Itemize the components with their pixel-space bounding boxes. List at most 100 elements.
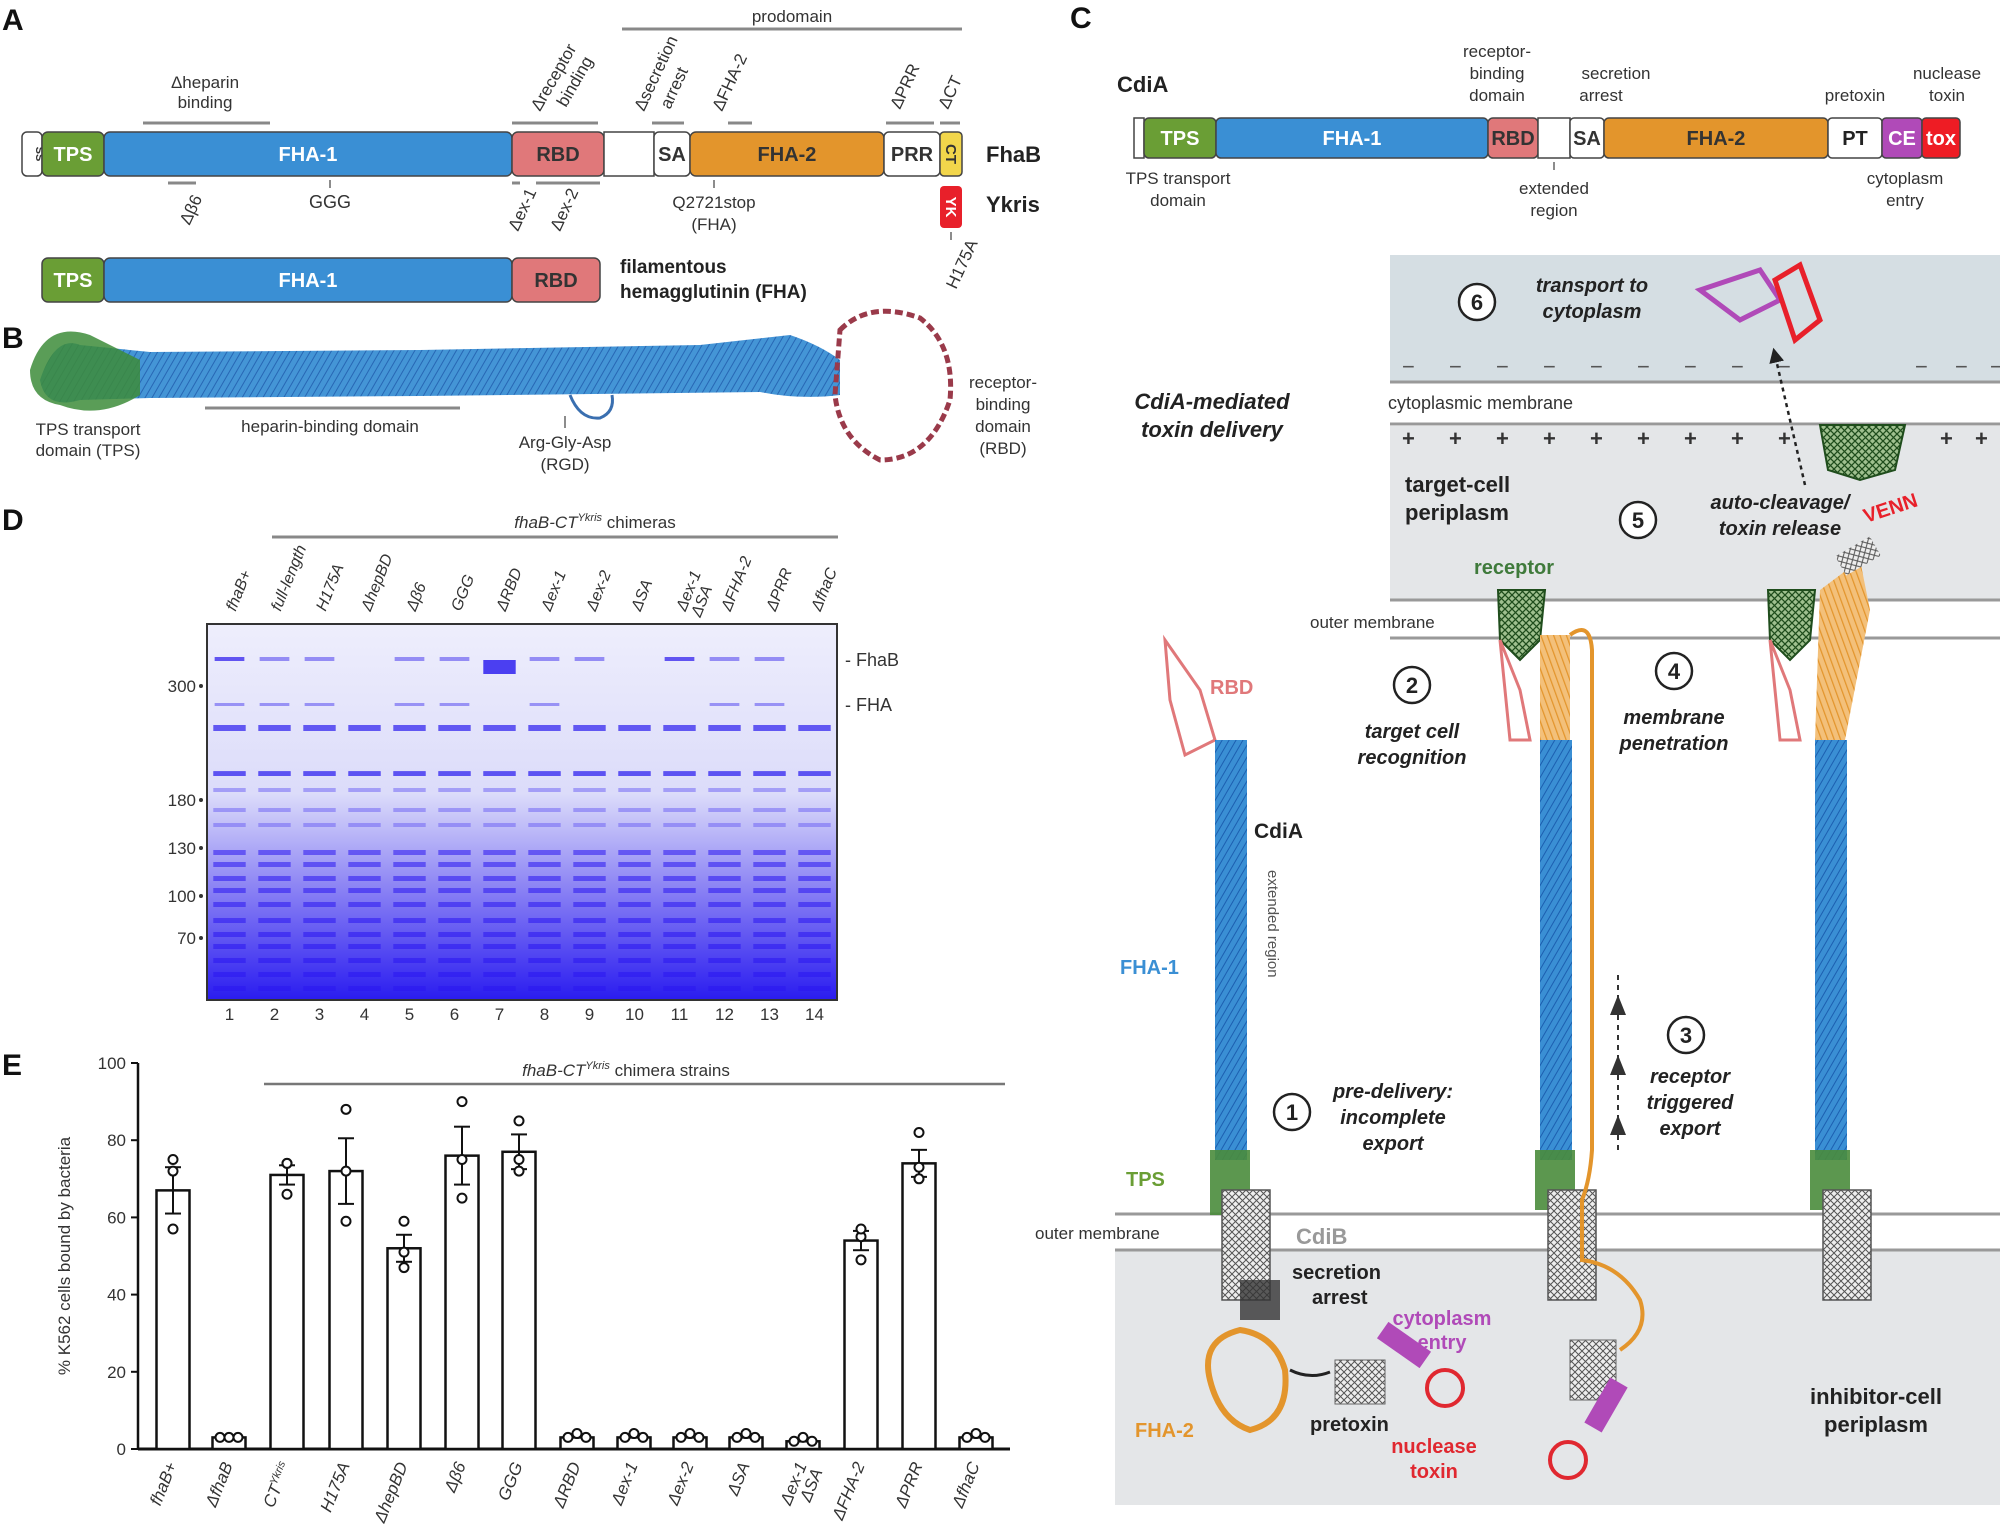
x-tick-label-text: ΔfhaC [948,1459,984,1512]
gel-lane-number: 13 [760,1005,779,1024]
gel-band [258,850,291,855]
gel-band [753,788,786,792]
data-point [340,1103,352,1115]
gel-band [528,932,561,937]
gel-band [213,862,246,867]
toxin-structure-cytoplasm [1771,261,1823,345]
gel-band [663,902,696,907]
gel-band [438,850,471,855]
gel-band [528,876,561,881]
step-number: 6 [1471,290,1483,315]
panel-d: D fhaB-CTYkris chimeras fhaB+full-length… [2,504,899,1024]
step-text: incomplete [1340,1107,1446,1129]
gel-band [663,876,696,881]
fha-domain-fha1-label: FHA-1 [279,270,338,292]
gel-band [438,888,471,893]
x-tick-label: Δex-2 [663,1459,698,1509]
ykris-box-label: YK [942,197,959,218]
gel-band-fhab [709,657,740,661]
fha-domain-rbd-label: RBD [534,270,577,292]
gel-band [708,932,741,937]
ct-annot: ΔCT [934,73,966,112]
minus-charge: − [1990,354,2000,379]
gel-band [393,986,426,991]
gel-band [438,788,471,792]
x-tick-label: ΔfhaC [948,1459,984,1512]
gel-band [258,888,291,893]
gel-band [213,850,246,855]
gel-band [663,944,696,949]
gel-lane-label: ΔFHA-2 [718,554,756,614]
delivery-title-line2: toxin delivery [1141,417,1285,442]
gel-band [573,823,606,827]
gel-band [663,823,696,827]
gel-lane-label-text: ΔRBD [493,565,526,614]
step-text: pre-delivery: [1332,1081,1453,1103]
data-point [456,1154,468,1165]
gel-band [663,788,696,792]
minus-charge: − [1915,354,1928,379]
gel-band [708,972,741,977]
cdia-domain-pt-label: PT [1842,128,1868,150]
gel-band [483,888,516,893]
fha-domain-bar: TPS FHA-1 RBD [41,257,601,303]
gel-band [213,986,246,991]
gel-marker-tick [199,798,203,802]
data-point [684,1428,696,1440]
gel-band [483,862,516,867]
gel-band [258,932,291,937]
plus-charge: + [1975,426,1988,451]
gel-lane-label: GGG [448,573,478,614]
gel-band [303,958,336,963]
gel-band [618,944,651,949]
fhab-band-label: - FhaB [845,650,899,670]
gel-band [393,932,426,937]
step-number-circle [1654,651,1694,691]
gel-lane-label-text: ΔFHA-2 [718,554,756,614]
cdia-domain-rbd-label: RBD [1491,128,1534,150]
gel-band [483,725,516,731]
cdia-extended-label-line2: region [1530,201,1577,220]
gel-band [348,808,381,812]
gel-lane-number: 5 [405,1005,414,1024]
gel-lane-number: 7 [495,1005,504,1024]
data-point [214,1431,226,1443]
data-point [456,1192,468,1204]
data-point [970,1428,982,1440]
gel-band [708,808,741,812]
ce-structure-2 [1584,1377,1628,1433]
cdia-ce-label-line2: entry [1886,191,1924,210]
x-tick-label-text: H175A [317,1459,354,1514]
ggg-annot: GGG [309,192,351,212]
ce-label-line1: cytoplasm [1393,1308,1492,1330]
gel-band [708,725,741,731]
extended-region-label: extended region [1264,870,1281,978]
gel-band [618,918,651,923]
gel-lane-number: 2 [270,1005,279,1024]
data-point [628,1428,640,1440]
gel-band [528,958,561,963]
data-point [456,1096,468,1108]
cdia-ce-label-line1: cytoplasm [1867,169,1944,188]
cdia-domain-tox-label: tox [1926,128,1956,150]
gel-band [258,944,291,949]
gel-band [798,788,831,792]
gel-band [393,725,426,731]
tps-label: TPS [1126,1169,1165,1191]
gel-marker-label: 130 [168,839,196,858]
toxin-structure-1 [1425,1368,1465,1408]
gel-band [663,918,696,923]
gel-lane-label: fhaB+ [223,568,255,614]
data-point [167,1223,179,1235]
gel-band [573,808,606,812]
fha-domain-tps-label: TPS [54,270,93,292]
fha2-annot: ΔFHA-2 [708,51,751,114]
gel-lane-label: ΔSA [628,577,656,614]
gel-lane-number: 6 [450,1005,459,1024]
step-text: target cell [1365,721,1460,743]
cytoplasmic-membrane-label: cytoplasmic membrane [1388,393,1573,413]
gel-band [798,972,831,977]
gel-image [206,623,838,1001]
